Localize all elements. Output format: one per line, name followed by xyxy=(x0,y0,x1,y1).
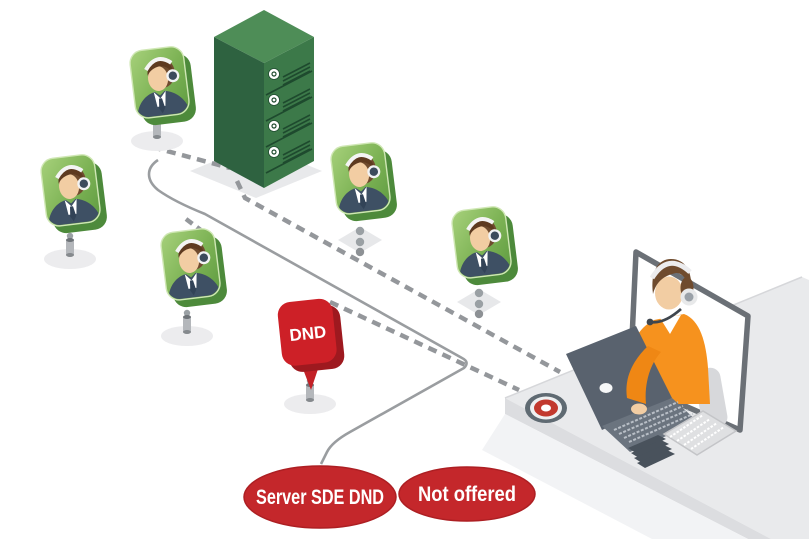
desk-stack xyxy=(628,435,675,468)
operator-head xyxy=(655,276,683,310)
route-dashed-dnd-to-desk xyxy=(329,299,520,393)
map-pin-dots xyxy=(457,288,501,319)
agent-node-1 xyxy=(129,45,198,151)
desk-edge xyxy=(505,398,771,539)
dnd-badge xyxy=(277,298,337,366)
status-secondary-label: Not offered xyxy=(418,483,516,506)
agent-headset-icon xyxy=(129,45,198,128)
agent-node-4 xyxy=(330,141,399,257)
label-not-offered: Not offered xyxy=(398,466,536,522)
agent-headset-icon xyxy=(330,141,399,224)
dnd-label: DND xyxy=(289,322,328,345)
route-solid-to-sde-dnd-label xyxy=(147,158,468,465)
operator-arm xyxy=(626,346,661,404)
operator-desk-scene xyxy=(482,249,809,539)
headset-band-icon xyxy=(649,260,692,280)
operator-hand xyxy=(631,403,647,415)
dnd-pin: DND xyxy=(277,298,345,414)
laptop-deck xyxy=(602,398,698,452)
map-pin xyxy=(44,232,96,269)
agent-headset-icon xyxy=(40,153,109,236)
agent-headset-icon xyxy=(160,227,229,310)
map-pin xyxy=(161,309,213,346)
route-dashed-server-to-desk xyxy=(234,180,562,374)
server-top-face xyxy=(214,10,314,63)
external-keyboard xyxy=(662,410,738,456)
server-rack xyxy=(214,10,314,188)
agent-node-3 xyxy=(160,227,229,346)
laptop-keys xyxy=(613,401,694,443)
agent-node-5 xyxy=(451,205,520,319)
agent-node-2 xyxy=(40,153,109,269)
laptop-logo-icon xyxy=(599,383,613,393)
server-left-face xyxy=(214,37,264,188)
route-dashed-agent1-to-server xyxy=(151,144,231,171)
desk-lower-slab xyxy=(482,414,748,539)
label-server-sde-dnd: Server SDE DND xyxy=(243,465,397,529)
server-indicator-icons xyxy=(268,68,280,158)
desk-speaker-icon xyxy=(525,393,567,423)
status-primary-label: Server SDE DND xyxy=(256,486,384,509)
server-slots xyxy=(265,62,313,174)
agent-headset-icon xyxy=(451,205,520,288)
